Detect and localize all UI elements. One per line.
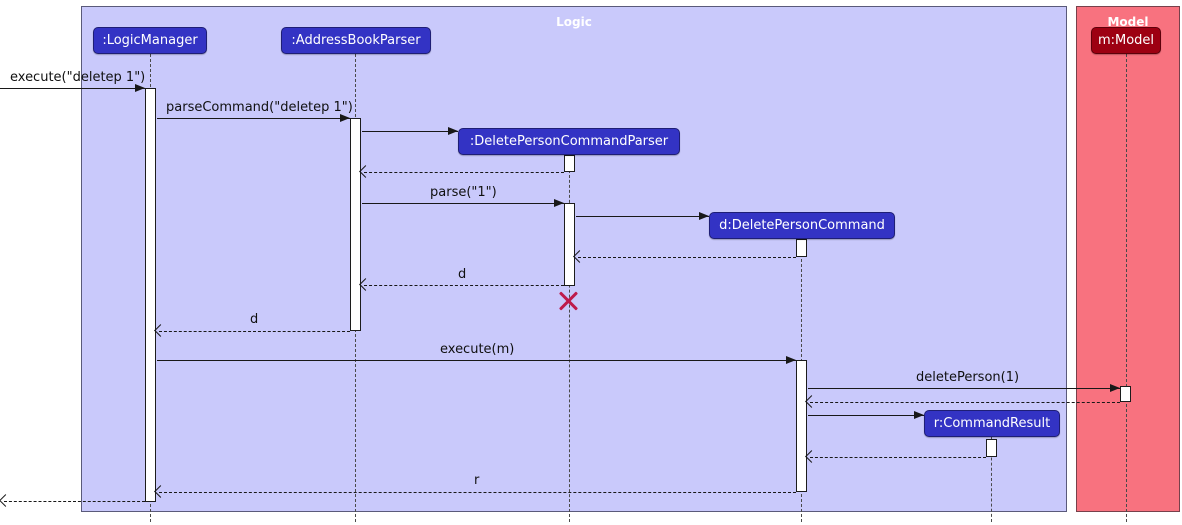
- return-line-r: [159, 492, 796, 493]
- activation-deletepersoncommand-execute: [796, 360, 807, 492]
- arrowhead-create-parser: [448, 127, 458, 135]
- participant-deletepersoncommand: d:DeletePersonCommand: [709, 212, 895, 239]
- arrowhead-parse: [554, 199, 564, 207]
- participant-commandresult: r:CommandResult: [924, 410, 1060, 437]
- arrowhead-execute-m: [786, 356, 796, 364]
- message-line-deleteperson: [808, 388, 1120, 389]
- return-line-command-created: [578, 257, 796, 258]
- frame-model-title: Model: [1107, 15, 1149, 29]
- arrowhead-final: [0, 494, 12, 507]
- frame-logic-title: Logic: [556, 15, 592, 29]
- arrowhead-deleteperson: [1110, 384, 1120, 392]
- participant-logicmanager: :LogicManager: [93, 27, 207, 54]
- activation-logicmanager: [145, 88, 156, 502]
- message-line-create-parser: [362, 131, 458, 132]
- return-line-result-created: [810, 457, 986, 458]
- message-label-deleteperson: deletePerson(1): [916, 370, 1020, 385]
- return-line-model: [810, 402, 1120, 403]
- arrowhead-execute-deletep: [135, 84, 145, 92]
- activation-model: [1120, 386, 1131, 402]
- return-line-final: [4, 501, 145, 502]
- return-line-d-to-logicmanager: [159, 331, 350, 332]
- activation-deletepersoncommandparser-parse: [564, 203, 575, 286]
- participant-addressbookparser: :AddressBookParser: [281, 27, 431, 54]
- return-line-parser-created: [364, 172, 564, 173]
- message-label-d-to-logicmanager: d: [250, 312, 259, 327]
- message-label-d-to-addressbookparser: d: [458, 267, 467, 282]
- activation-addressbookparser: [350, 118, 361, 331]
- activation-deletepersoncommandparser-create: [564, 155, 575, 172]
- message-line-parse: [362, 203, 564, 204]
- message-label-parsecommand: parseCommand("deletep 1"): [166, 100, 353, 115]
- return-line-d-to-addressbookparser: [364, 285, 564, 286]
- arrowhead-create-result: [914, 411, 924, 419]
- lifeline-model: [1126, 54, 1127, 522]
- arrowhead-parsecommand: [340, 114, 350, 122]
- message-line-parsecommand: [157, 118, 350, 119]
- destroy-x-icon: [556, 289, 580, 313]
- message-line-execute-deletep: [0, 88, 145, 89]
- activation-deletepersoncommand-create: [796, 239, 807, 257]
- message-line-create-result: [808, 415, 924, 416]
- message-label-execute-m: execute(m): [440, 342, 515, 357]
- lifeline-deletepersoncommandparser: [569, 155, 570, 522]
- frame-model: Model: [1076, 6, 1180, 512]
- message-label-r: r: [474, 473, 480, 488]
- activation-commandresult: [986, 439, 997, 457]
- participant-deletepersoncommandparser: :DeletePersonCommandParser: [458, 128, 680, 155]
- participant-model: m:Model: [1091, 27, 1161, 54]
- arrowhead-create-command: [699, 212, 709, 220]
- message-line-create-command: [576, 216, 709, 217]
- lifeline-commandresult: [991, 437, 992, 522]
- message-line-execute-m: [157, 360, 796, 361]
- message-label-execute-deletep: execute("deletep 1"): [10, 70, 146, 85]
- message-label-parse: parse("1"): [430, 185, 497, 200]
